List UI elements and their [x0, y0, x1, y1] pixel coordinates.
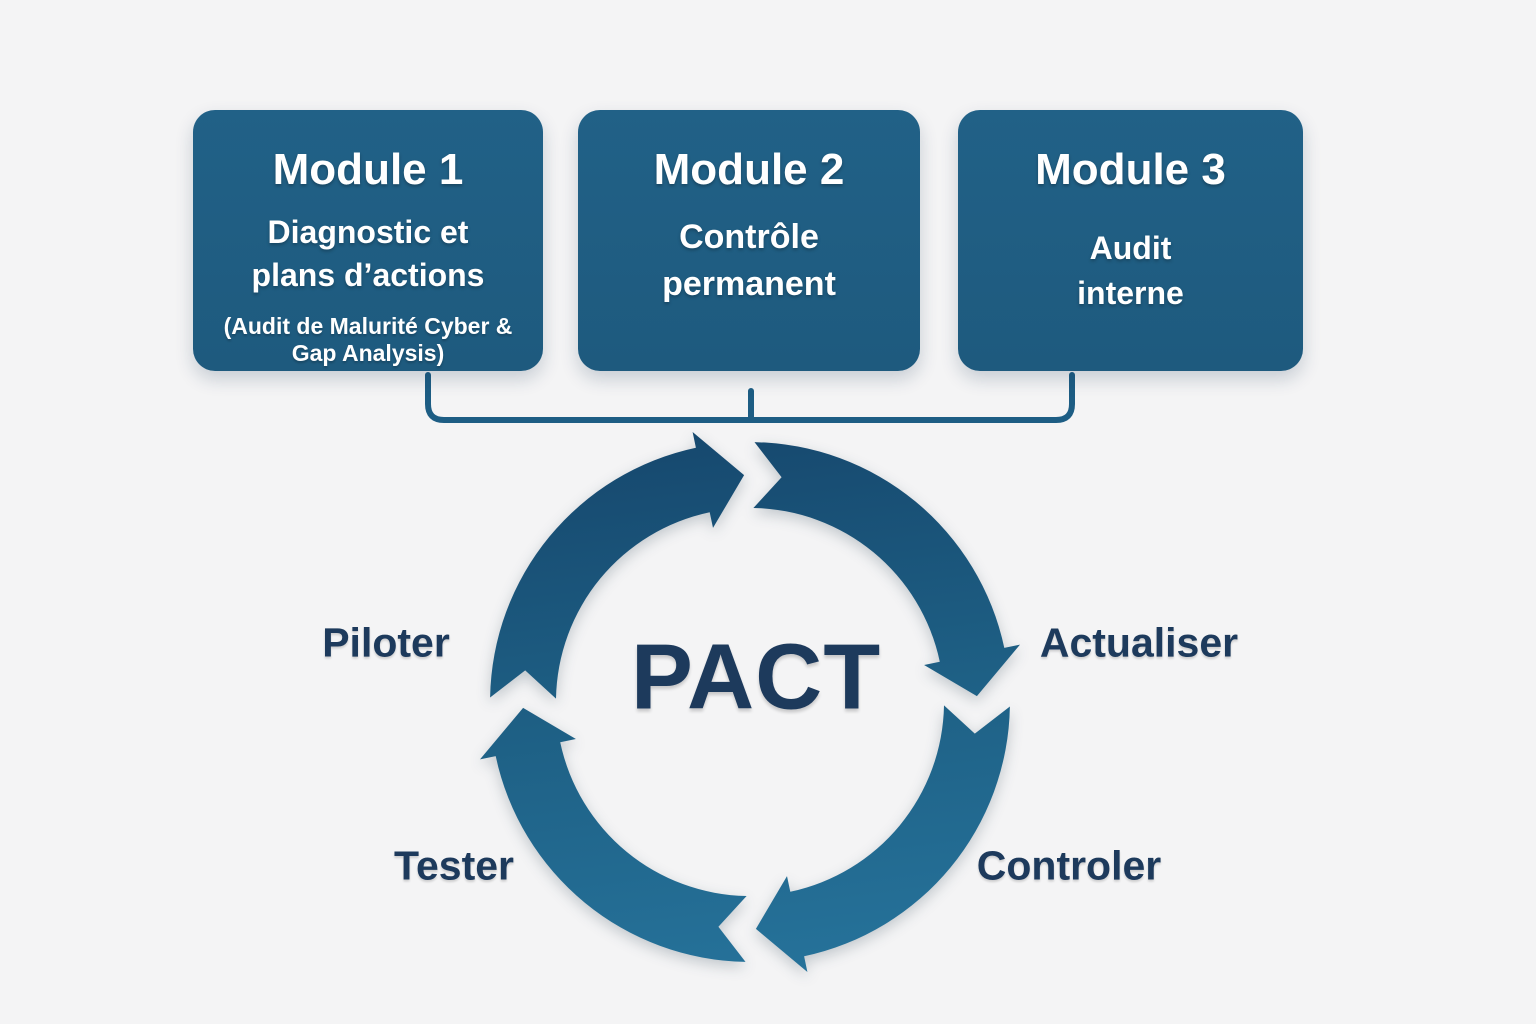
cycle-step-piloter: Piloter	[322, 619, 450, 666]
module-card-3: Module 3 Audit interne	[958, 110, 1303, 371]
module-1-title: Module 1	[272, 145, 464, 194]
module-2-subtitle-line-1: Contrôle	[679, 217, 819, 256]
module-2-subtitle-line-2: permanent	[662, 265, 836, 304]
module-card-2: Module 2 Contrôle permanent	[578, 110, 920, 371]
module-3-subtitle: Audit interne	[1077, 226, 1184, 316]
module-2-title: Module 2	[653, 145, 845, 194]
module-3-subtitle-line-1: Audit	[1089, 229, 1172, 266]
cycle-step-tester: Tester	[393, 842, 515, 889]
cycle-center-title: PACT	[630, 624, 882, 729]
module-1-note-line-1: (Audit de Malurité Cyber &	[223, 313, 513, 340]
cycle-arrow-top-icon	[490, 432, 745, 699]
module-1-note-line-2: Gap Analysis)	[291, 340, 445, 367]
module-1-note: (Audit de Malurité Cyber & Gap Analysis)	[224, 313, 513, 367]
module-1-subtitle-line-1: Diagnostic et	[267, 213, 469, 250]
cycle-arrow-bottom-icon	[755, 705, 1010, 972]
cycle-step-actualiser: Actualiser	[1039, 619, 1239, 666]
module-card-1: Module 1 Diagnostic et plans d’actions (…	[193, 110, 543, 371]
cycle-arrows-icon	[480, 432, 1020, 972]
module-1-subtitle: Diagnostic et plans d’actions	[252, 211, 485, 297]
cycle-arrow-left-icon	[480, 707, 747, 962]
module-1-subtitle-line-2: plans d’actions	[251, 256, 485, 293]
module-3-subtitle-line-2: interne	[1077, 274, 1184, 311]
bracket-connector	[425, 372, 1075, 423]
module-2-subtitle: Contrôle permanent	[662, 214, 836, 309]
cycle-step-controler: Controler	[976, 842, 1162, 889]
cycle-arrow-right-icon	[753, 442, 1020, 697]
module-3-title: Module 3	[1035, 145, 1226, 194]
